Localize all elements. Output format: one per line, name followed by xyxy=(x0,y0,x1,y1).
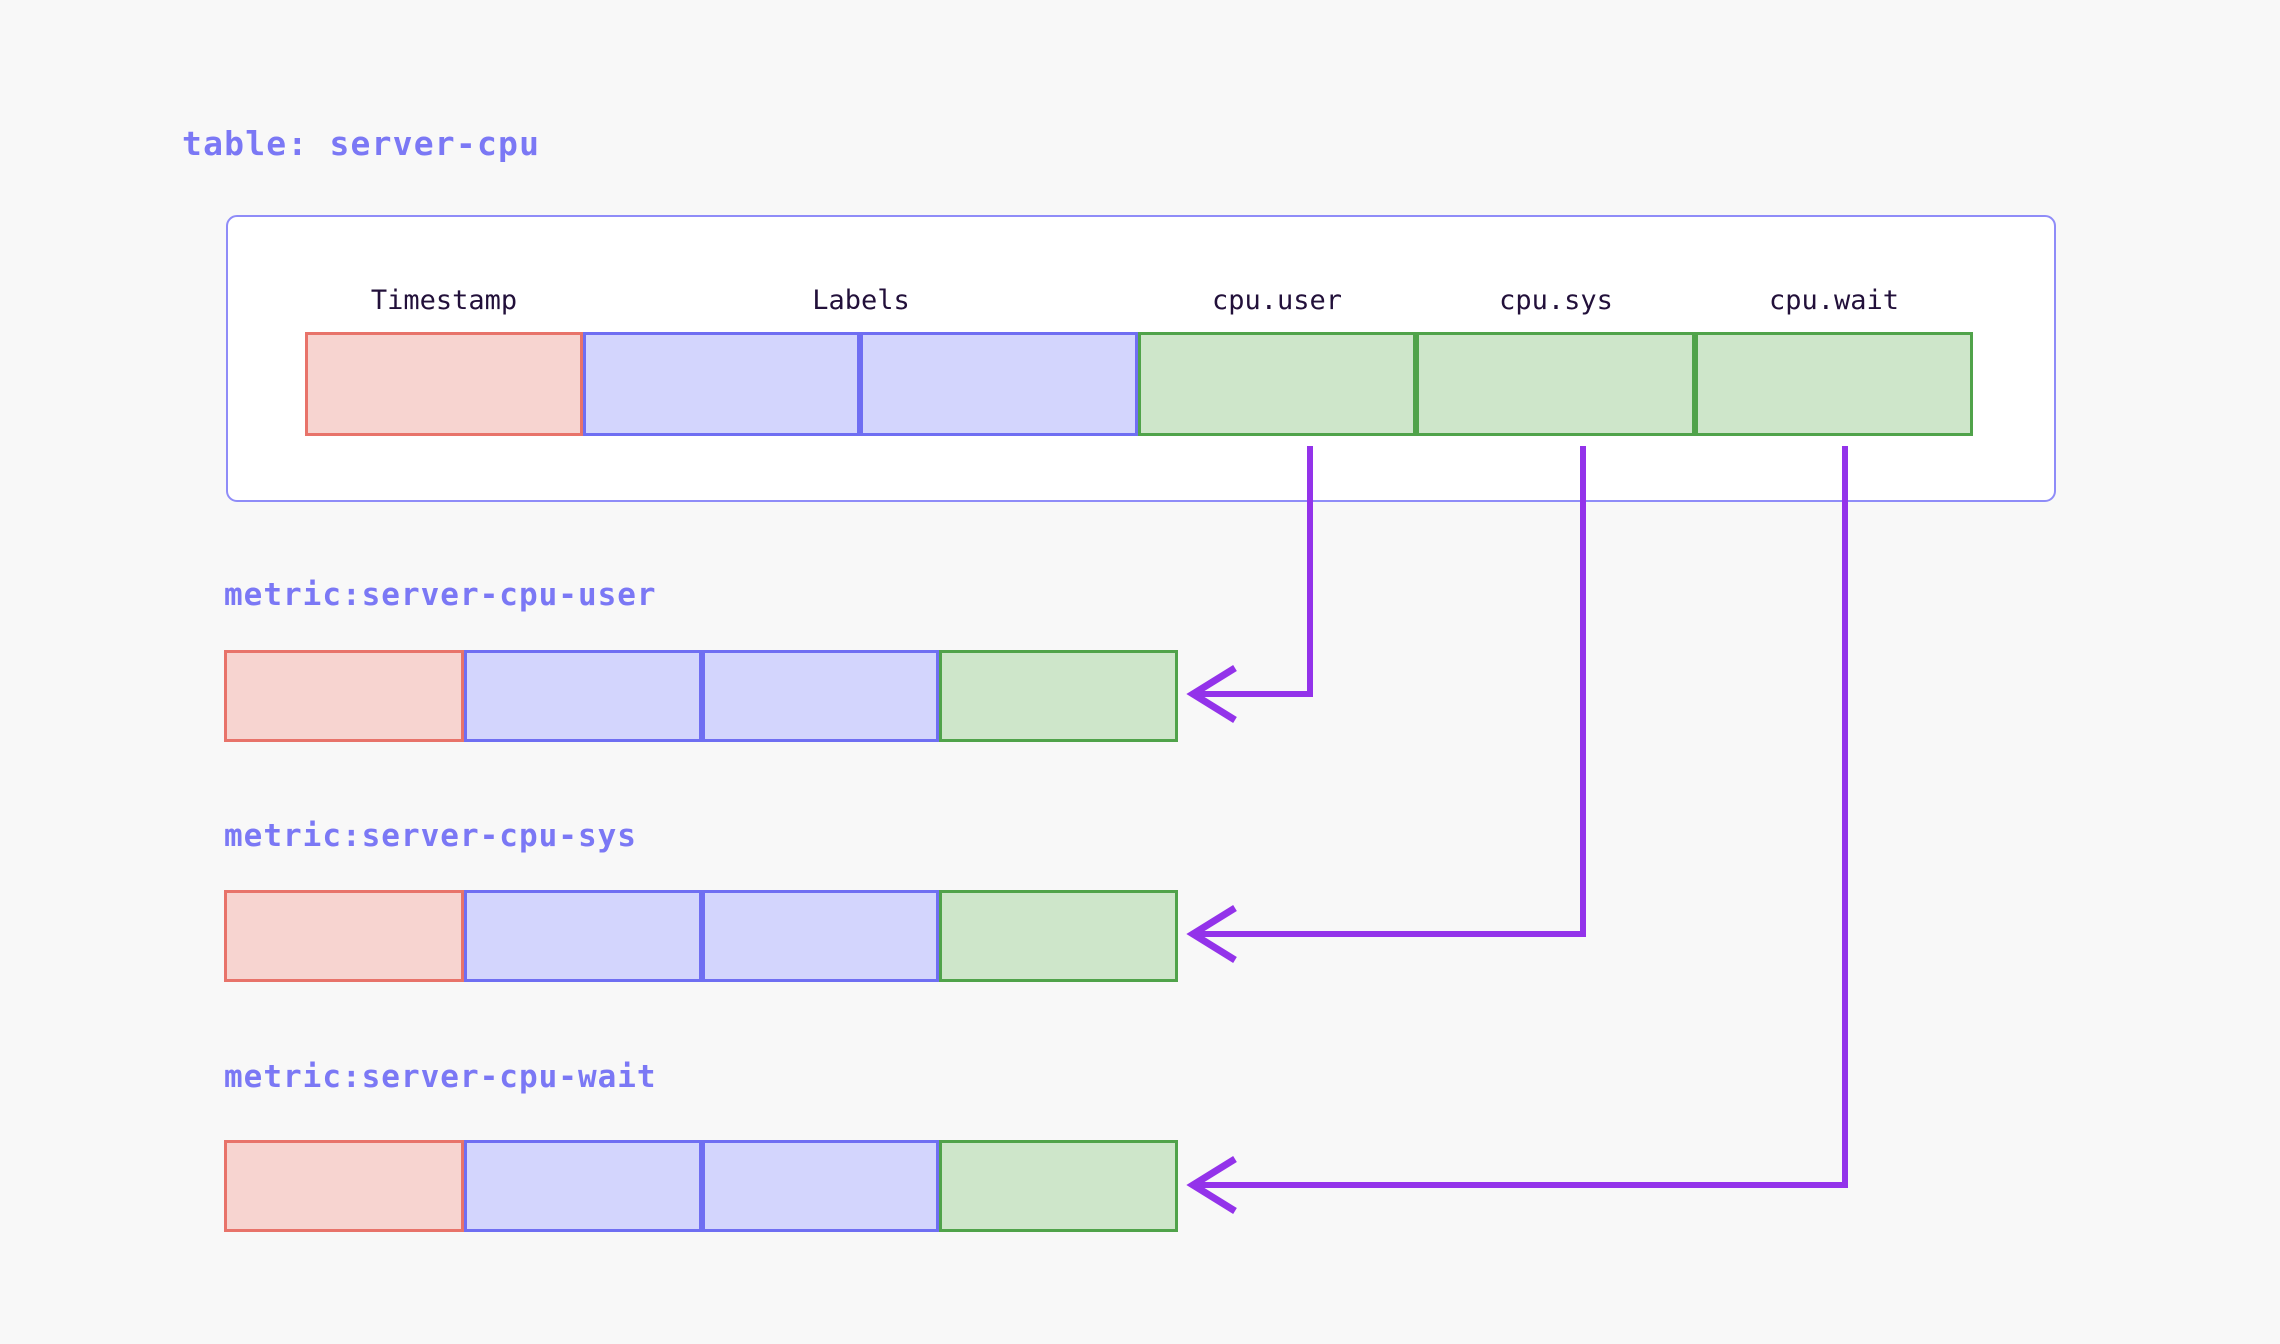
metric-cell xyxy=(224,890,464,982)
metric-title: metric:server-cpu-sys xyxy=(224,818,637,854)
column-header: cpu.wait xyxy=(1768,285,1900,316)
cpu-wait-connector xyxy=(1186,446,1848,1214)
metric-title: metric:server-cpu-user xyxy=(224,577,657,613)
arrowhead-icon xyxy=(1186,665,1237,723)
metric-cell xyxy=(464,1140,702,1232)
metric-cell xyxy=(702,890,939,982)
metric-cell xyxy=(939,890,1178,982)
metric-cell xyxy=(939,650,1178,742)
table-cell-cpu-wait xyxy=(1695,332,1973,436)
metric-cell xyxy=(702,650,939,742)
metric-cell xyxy=(464,890,702,982)
metric-cell xyxy=(464,650,702,742)
metric-cell xyxy=(224,1140,464,1232)
metric-cell xyxy=(224,650,464,742)
table-cell-cpu-sys xyxy=(1416,332,1695,436)
arrowhead-icon xyxy=(1186,905,1237,963)
cpu-sys-connector xyxy=(1186,446,1586,963)
column-header: cpu.user xyxy=(1211,285,1343,316)
table-cell-Timestamp xyxy=(305,332,583,436)
metric-cell xyxy=(702,1140,939,1232)
metric-cell xyxy=(939,1140,1178,1232)
table-cell-Labels xyxy=(583,332,860,436)
page-title: table: server-cpu xyxy=(182,124,541,163)
table-cell-cpu-user xyxy=(1138,332,1416,436)
table-cell-labels-2 xyxy=(860,332,1138,436)
column-header: Labels xyxy=(812,285,910,316)
column-header: Timestamp xyxy=(370,285,518,316)
arrowhead-icon xyxy=(1186,1156,1237,1214)
metric-title: metric:server-cpu-wait xyxy=(224,1059,657,1095)
column-header: cpu.sys xyxy=(1499,285,1613,316)
